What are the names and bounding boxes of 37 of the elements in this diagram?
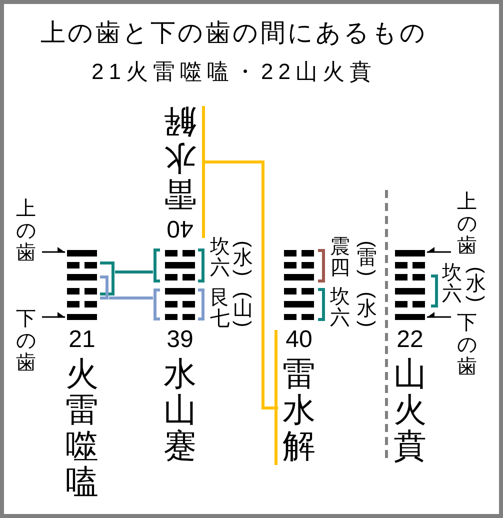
hexagram-name: 水山蹇 <box>163 356 197 464</box>
arrow <box>42 247 66 253</box>
trigram-label: 坎六 <box>210 237 230 279</box>
bracket <box>98 261 115 296</box>
upside-down-number: 40 <box>166 216 194 240</box>
element-label: (水) <box>466 266 486 303</box>
element-label: (雷) <box>357 240 377 277</box>
number-label: 40 <box>286 328 312 352</box>
title: 上の歯と下の歯の間にあるもの <box>40 21 428 46</box>
trigram-label: 坎六 <box>442 263 462 305</box>
arrow <box>426 247 451 253</box>
number-label: 39 <box>166 328 194 352</box>
hexagram-name: 火雷噬嗑 <box>65 356 99 500</box>
bracket <box>153 288 205 321</box>
element-label: (水) <box>357 291 377 328</box>
arrow <box>426 312 451 318</box>
arrow <box>42 312 66 318</box>
hexagram-name: 雷水解 <box>282 356 316 464</box>
trigram-label: 震四 <box>330 237 350 279</box>
bracket <box>153 248 205 283</box>
element-label: (山) <box>233 291 253 328</box>
subtitle: 21火雷噬嗑・22山火賁 <box>90 61 378 83</box>
connector-line <box>109 296 153 300</box>
side-label: 上の歯 <box>451 191 477 257</box>
side-label: 下の歯 <box>451 312 477 378</box>
element-label: (水) <box>233 240 253 277</box>
bracket <box>98 275 109 300</box>
hexagram-name: 山火賁 <box>393 356 427 464</box>
connector-line <box>202 160 278 410</box>
side-label: 上の歯 <box>16 198 42 264</box>
trigram-label: 坎六 <box>330 287 350 329</box>
trigram-label: 艮七 <box>210 288 230 330</box>
number-label: 22 <box>396 328 424 352</box>
upside-down-name: 雷水解 <box>162 104 198 212</box>
connector-line <box>115 270 153 274</box>
number-label: 21 <box>68 328 96 352</box>
side-label: 下の歯 <box>16 308 42 374</box>
